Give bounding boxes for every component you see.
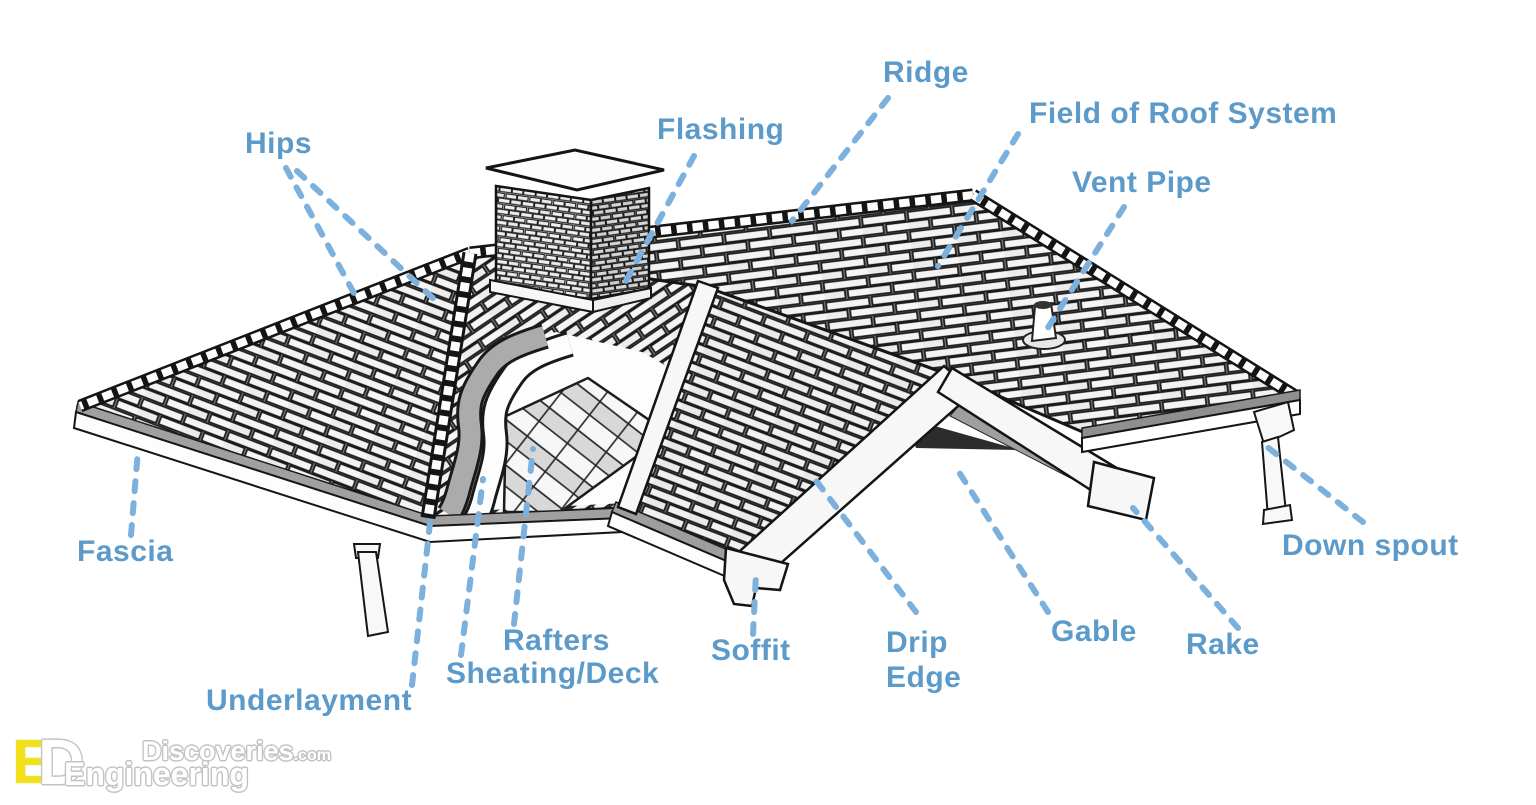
flashing-leader	[618, 153, 697, 293]
soffit-leader	[750, 571, 759, 637]
rafters-leader	[511, 446, 536, 627]
chimney-flashing	[489, 278, 652, 314]
ridge-leader	[789, 95, 891, 224]
label-flashing: Flashing	[657, 113, 785, 146]
label-ridge: Ridge	[883, 56, 969, 89]
gable-leader	[954, 466, 1051, 615]
gutter-assembly	[1081, 389, 1301, 526]
logo-discoveries-word: Discoveries	[142, 736, 294, 766]
engineering-discoveries-logo: E D Discoveries.com Engineering	[0, 724, 520, 804]
label-down-spout: Down spout	[1282, 529, 1459, 562]
label-vent-pipe: Vent Pipe	[1072, 166, 1212, 199]
label-soffit: Soffit	[711, 634, 791, 667]
logo-discoveries-text: Discoveries.com	[142, 738, 331, 765]
chimney-front-face	[494, 184, 593, 301]
fascia-leader	[128, 447, 141, 538]
chimney-right-face	[589, 186, 651, 301]
label-rafters: Rafters	[503, 624, 610, 657]
left-rake-foot	[722, 546, 790, 608]
chimney	[485, 148, 665, 314]
chimney-cap	[485, 148, 665, 192]
left-hip-cap	[77, 246, 473, 413]
underlayment-leader	[409, 511, 434, 688]
gutter-front	[1081, 398, 1301, 454]
right-hip-cap	[969, 189, 1301, 403]
right-rake-foot	[1086, 460, 1156, 522]
underlayment-band	[437, 323, 549, 521]
sheathing-deck-band	[462, 331, 574, 529]
label-sheating-deck: Sheating/Deck	[446, 657, 660, 690]
gable-trim	[606, 279, 1156, 608]
logo-engineering-text: Engineering	[64, 756, 249, 792]
down-spout-leader	[1263, 443, 1366, 525]
label-field-of-roof-system: Field of Roof System	[1029, 97, 1338, 130]
label-hips: Hips	[245, 127, 313, 160]
hips-leader-right	[294, 168, 440, 305]
vent-pipe-fixture	[1022, 301, 1066, 350]
left-downspout	[352, 543, 390, 638]
label-fascia: Fascia	[77, 535, 174, 568]
field-leader	[935, 131, 1021, 269]
label-drip-edge: Drip Edge	[886, 626, 962, 694]
vent-pipe-leader	[1041, 204, 1127, 337]
leader-lines	[128, 95, 1366, 688]
rake-leader	[1130, 505, 1241, 631]
sheating-leader	[458, 476, 486, 658]
logo-monogram-d: D	[38, 726, 85, 798]
valley-board	[616, 279, 720, 516]
label-gable: Gable	[1051, 615, 1137, 648]
label-rake: Rake	[1186, 628, 1260, 661]
label-underlayment: Underlayment	[206, 684, 413, 717]
right-downspout	[1252, 400, 1296, 526]
logo-monogram-e: E	[12, 728, 54, 797]
logo-com-suffix: .com	[293, 747, 331, 764]
center-hip-cap	[420, 251, 478, 520]
drip-edge-leader	[811, 475, 919, 615]
hips-leader-left	[283, 165, 359, 300]
